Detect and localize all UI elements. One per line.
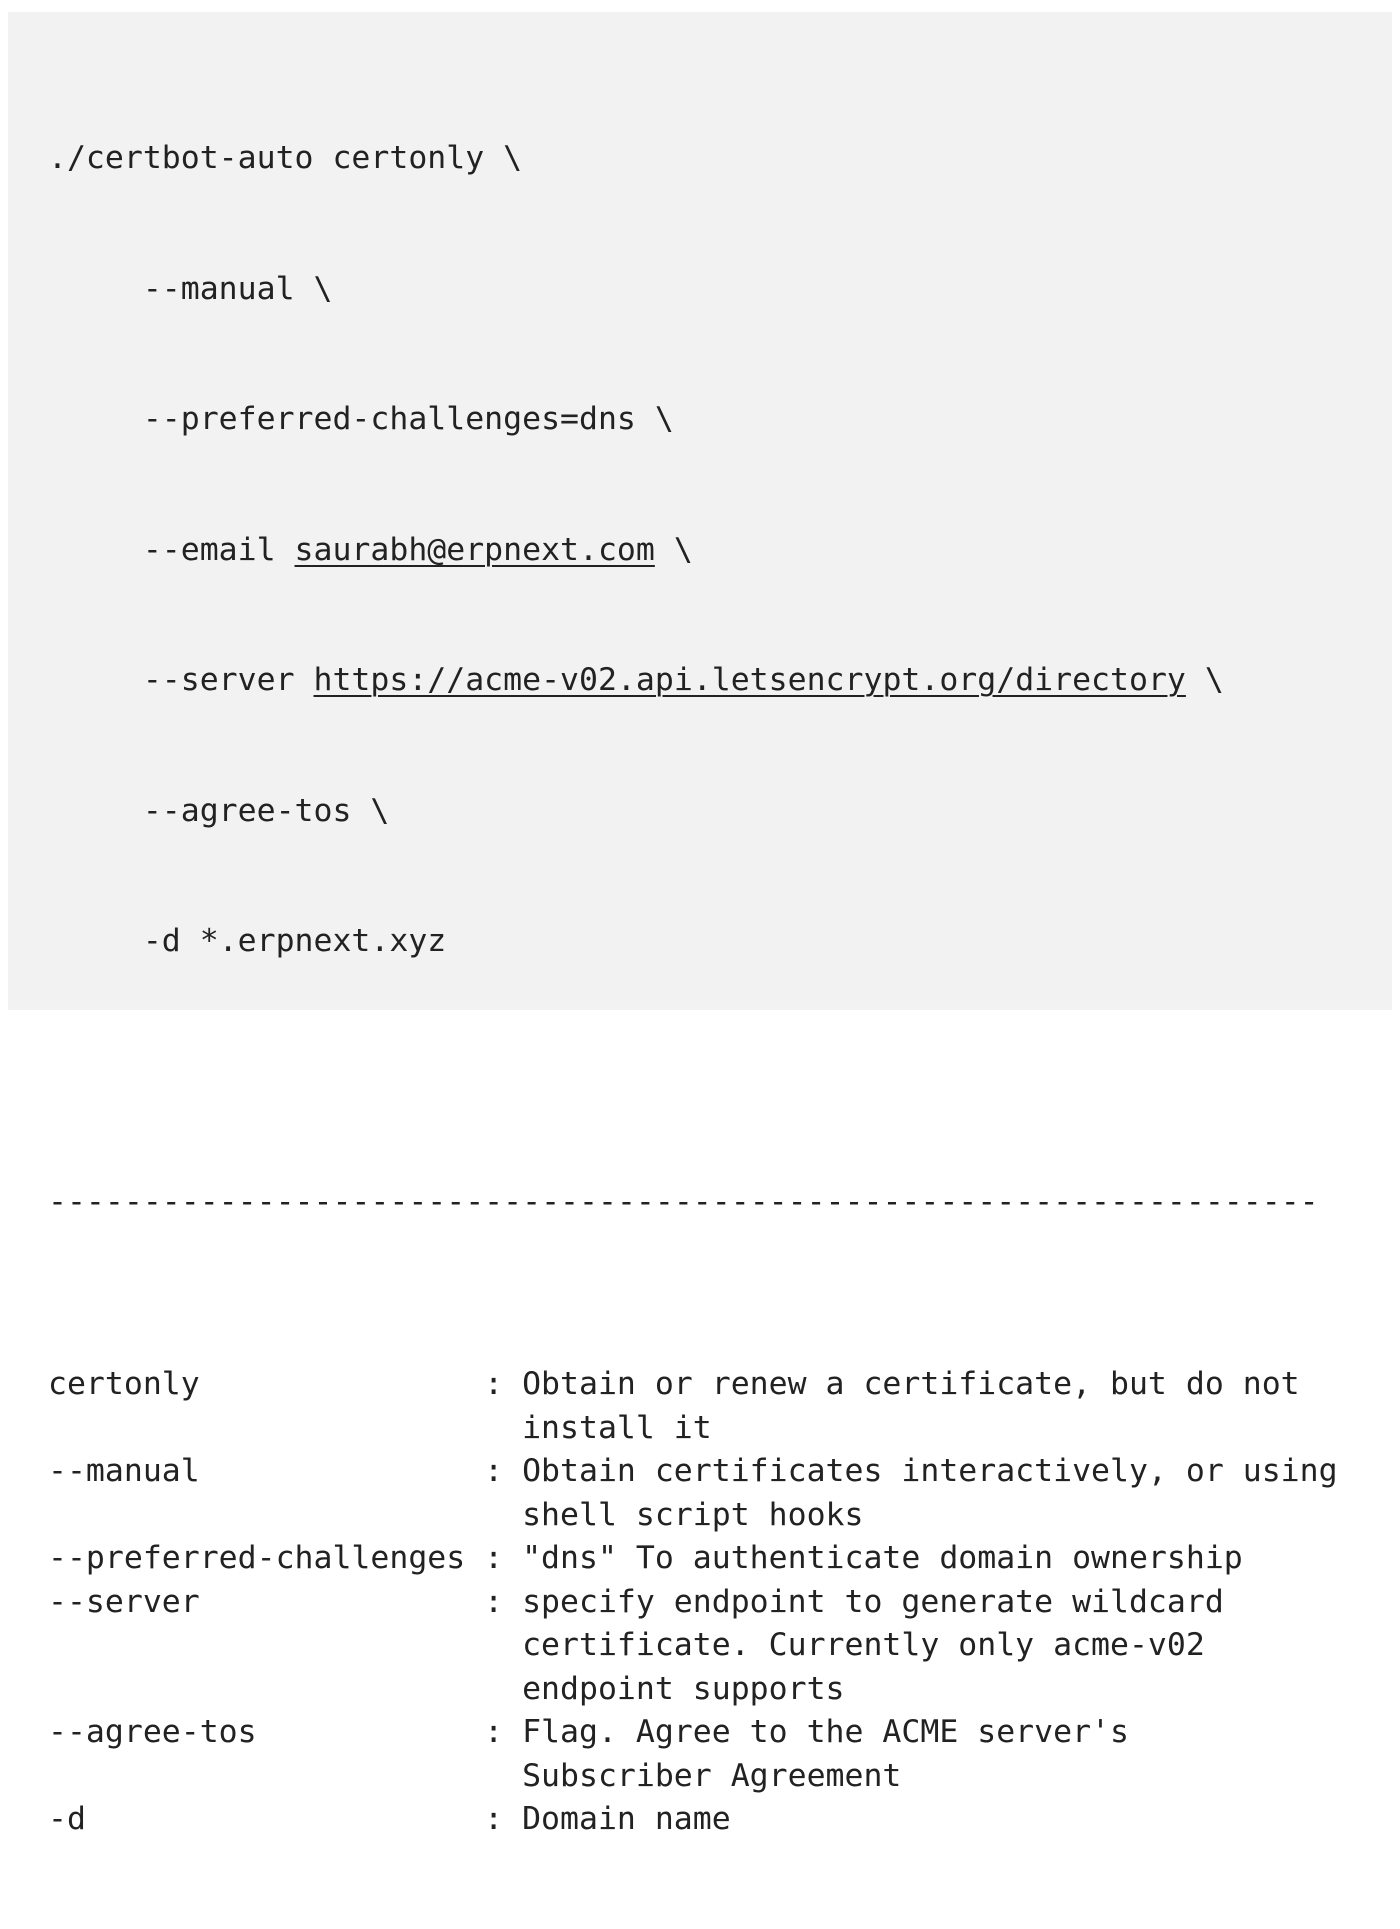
option-separator: :	[484, 1540, 523, 1576]
option-flag: certonly	[48, 1366, 200, 1402]
option-flag: --server	[48, 1583, 200, 1620]
code-content: ./certbot-auto certonly \ --manual \ --p…	[48, 50, 1338, 1929]
command-server: --server https://acme-v02.api.letsencryp…	[48, 659, 1338, 703]
command-email: --email saurabh@erpnext.com \	[48, 529, 1338, 573]
option-description-line: specify endpoint to generate wildcard	[522, 1583, 1224, 1620]
option-description-line: endpoint supports	[522, 1670, 845, 1707]
option-row: --manual: Obtain certificates interactiv…	[48, 1450, 1338, 1537]
option-separator: :	[484, 1583, 523, 1620]
option-description-line: certificate. Currently only acme-v02	[522, 1627, 1205, 1663]
option-row: --agree-tos: Flag. Agree to the ACME ser…	[48, 1711, 1338, 1798]
option-description-line: install it	[522, 1409, 712, 1446]
option-description: Obtain or renew a certificate, but do no…	[522, 1363, 1300, 1450]
option-separator: :	[484, 1714, 523, 1750]
command-agree-tos: --agree-tos \	[142, 792, 390, 829]
command-preferred-challenges: --preferred-challenges=dns \	[142, 401, 674, 437]
code-block: ./certbot-auto certonly \ --manual \ --p…	[8, 12, 1392, 1837]
email-link[interactable]: saurabh@erpnext.com	[294, 531, 655, 568]
option-flag: --preferred-challenges	[48, 1540, 466, 1576]
option-flag: --agree-tos	[48, 1714, 257, 1750]
option-row: --preferred-challenges: "dns" To authent…	[48, 1537, 1338, 1581]
option-separator: :	[484, 1453, 523, 1489]
email-flag: --email	[142, 531, 295, 568]
option-description: "dns" To authenticate domain ownership	[522, 1537, 1243, 1581]
option-flag: --manual	[48, 1453, 200, 1489]
option-description-line: shell script hooks	[522, 1496, 864, 1533]
option-separator: :	[484, 1366, 523, 1402]
options-list: certonly: Obtain or renew a certificate,…	[48, 1363, 1338, 1842]
command-line: ./certbot-auto certonly \	[48, 140, 523, 176]
option-row: --server: specify endpoint to generate w…	[48, 1581, 1338, 1712]
option-row: certonly: Obtain or renew a certificate,…	[48, 1363, 1338, 1450]
option-description: specify endpoint to generate wildcard cer…	[522, 1581, 1224, 1712]
option-description-line: Subscriber Agreement	[522, 1757, 902, 1794]
option-row: -d: Domain name	[48, 1798, 1338, 1842]
option-description-line: Domain name	[522, 1801, 731, 1837]
command-domain: -d *.erpnext.xyz	[142, 923, 447, 959]
option-description: Domain name	[522, 1798, 731, 1842]
option-description-line: "dns" To authenticate domain ownership	[522, 1540, 1243, 1576]
option-separator: :	[484, 1801, 523, 1837]
option-description: Obtain certificates interactively, or us…	[522, 1450, 1337, 1537]
option-description-line: Flag. Agree to the ACME server's	[522, 1714, 1129, 1750]
server-flag: --server	[142, 662, 314, 698]
option-description-line: Obtain certificates interactively, or us…	[522, 1453, 1338, 1489]
line-continuation: \	[654, 531, 693, 568]
command-manual: --manual \	[142, 270, 333, 307]
server-link[interactable]: https://acme-v02.api.letsencrypt.org/dir…	[313, 662, 1186, 698]
line-continuation: \	[1185, 662, 1224, 698]
option-flag: -d	[48, 1801, 86, 1837]
divider: ----------------------------------------…	[48, 1184, 1319, 1220]
option-description-line: Obtain or renew a certificate, but do no…	[522, 1366, 1300, 1402]
